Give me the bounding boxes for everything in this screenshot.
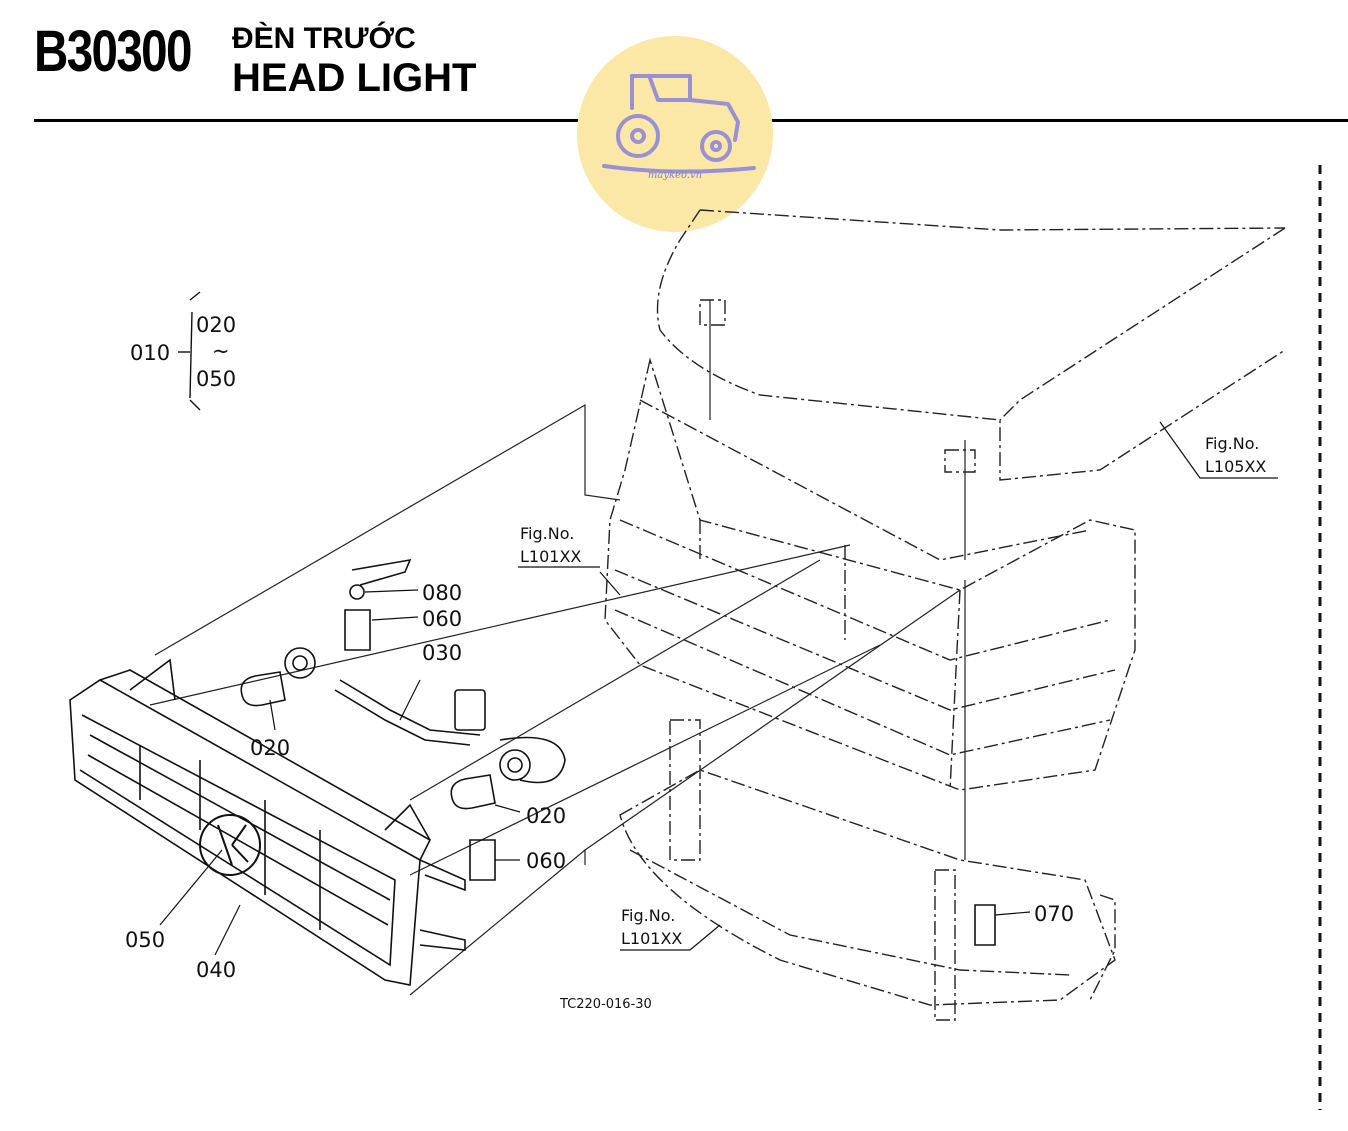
headlight-housing — [69, 658, 466, 986]
emblem-mark — [217, 824, 249, 866]
washer-080 — [349, 584, 365, 600]
assembly-number: 010 — [130, 341, 170, 365]
assembly-tilde: ~ — [212, 339, 230, 363]
part-label-050[interactable]: 050 — [125, 928, 165, 952]
watermark-circle — [577, 36, 773, 232]
grommet-upper — [344, 609, 371, 651]
bolt-070 — [974, 904, 996, 946]
fig-ref-bottom-line1: Fig.No. — [621, 906, 675, 925]
title-vietnamese: ĐÈN TRƯỚC — [232, 22, 416, 55]
leader-lines — [159, 421, 1278, 956]
part-label-060-upper[interactable]: 060 — [422, 607, 462, 631]
bulb-upper — [240, 671, 286, 707]
watermark-logo: maykeo.vn — [577, 36, 773, 232]
fig-ref-top-line2[interactable]: L105XX — [1205, 457, 1266, 476]
lower-plate-outline — [619, 719, 1116, 1021]
lamp-sockets — [240, 584, 996, 946]
assembly-range-start: 020 — [196, 313, 236, 337]
drawing-code: TC220-016-30 — [559, 997, 652, 1012]
grommet-lower — [469, 839, 496, 881]
title-english: HEAD LIGHT — [232, 56, 477, 100]
part-label-020-upper[interactable]: 020 — [250, 736, 290, 760]
part-label-060-lower[interactable]: 060 — [526, 849, 566, 873]
bonnet-outline — [656, 209, 1286, 481]
assembly-bracket — [178, 291, 201, 411]
section-code: B30300 — [34, 19, 192, 84]
assembly-range-end: 050 — [196, 367, 236, 391]
fig-ref-top-line1: Fig.No. — [1205, 434, 1259, 453]
wiring-harness — [334, 558, 566, 784]
fig-ref-mid-line1: Fig.No. — [520, 524, 574, 543]
fig-ref-mid-line2[interactable]: L101XX — [520, 547, 581, 566]
part-label-020-lower[interactable]: 020 — [526, 804, 566, 828]
fig-ref-bottom-line2[interactable]: L101XX — [621, 929, 682, 948]
front-grille-outline — [604, 357, 1136, 791]
projection-lines — [149, 300, 966, 996]
part-label-040[interactable]: 040 — [196, 958, 236, 982]
watermark-text: maykeo.vn — [648, 170, 702, 181]
tractor-icon — [602, 74, 756, 174]
part-label-080[interactable]: 080 — [422, 581, 462, 605]
part-label-030[interactable]: 030 — [422, 641, 462, 665]
emblem-circle — [199, 814, 261, 876]
part-label-070[interactable]: 070 — [1034, 902, 1074, 926]
bulb-lower — [450, 774, 496, 810]
